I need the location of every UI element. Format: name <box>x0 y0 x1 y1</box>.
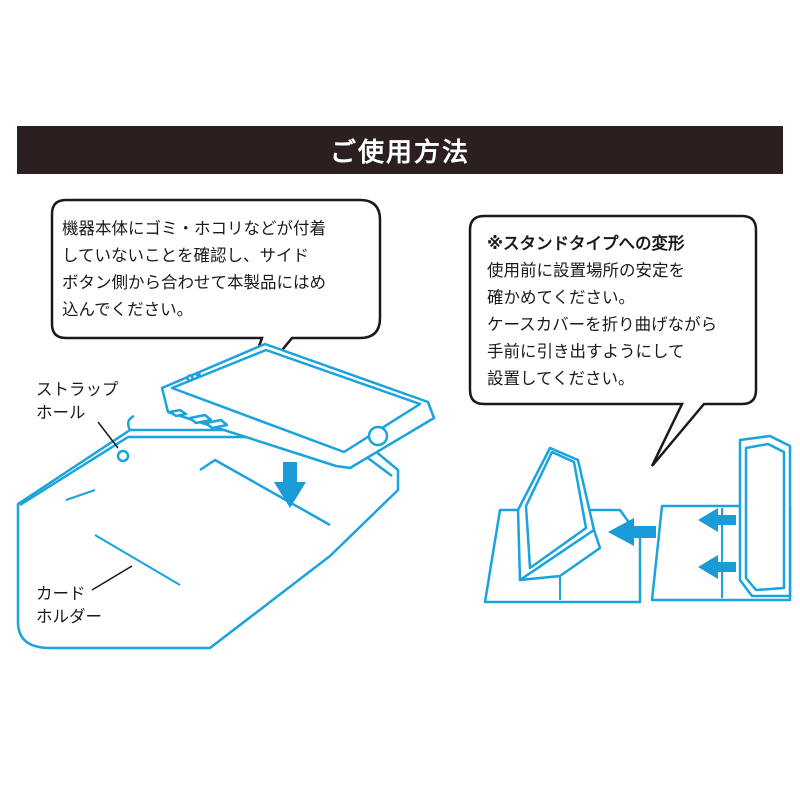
stand-line: ケースカバーを折り曲げながら <box>487 315 718 334</box>
card-holder-label: カード ホルダー <box>36 582 102 628</box>
stand-line: 確かめてください。 <box>487 288 636 307</box>
stand-line: 使用前に設置場所の安定を <box>487 261 685 280</box>
card-label-line: カード <box>36 584 86 603</box>
stand-heading: ※スタンドタイプへの変形 <box>487 234 685 253</box>
stand-instructions: ※スタンドタイプへの変形 使用前に設置場所の安定を 確かめてください。 ケースカ… <box>487 230 717 392</box>
speech-bubble-stand <box>468 214 758 467</box>
strap-hole-label: ストラップ ホール <box>36 378 119 424</box>
strap-label-line: ストラップ <box>36 380 119 399</box>
insert-line: 込んでください。 <box>62 300 194 319</box>
stand-before-illustration <box>650 434 792 602</box>
stand-line: 設置してください。 <box>487 369 635 388</box>
strap-hole <box>116 449 130 463</box>
stand-result-illustration <box>483 446 642 604</box>
stand-line: 手前に引き出すようにして <box>487 342 685 361</box>
arrow-down-icon <box>274 462 306 508</box>
arrow-left-small-icon <box>698 508 736 579</box>
strap-leader-line <box>97 421 119 449</box>
phone-illustration <box>160 342 436 470</box>
insert-instructions: 機器本体にゴミ・ホコリなどが付着 していないことを確認し、サイド ボタン側から合… <box>62 215 326 323</box>
card-leader-line <box>91 565 133 591</box>
strap-label-line: ホール <box>36 403 86 422</box>
insert-line: 機器本体にゴミ・ホコリなどが付着 <box>62 219 326 238</box>
page-title: ご使用方法 <box>17 126 783 174</box>
insert-line: ボタン側から合わせて本製品にはめ <box>62 273 326 292</box>
insert-line: していないことを確認し、サイド <box>62 246 310 265</box>
arrow-left-icon <box>608 518 656 546</box>
card-label-line: ホルダー <box>36 607 102 626</box>
